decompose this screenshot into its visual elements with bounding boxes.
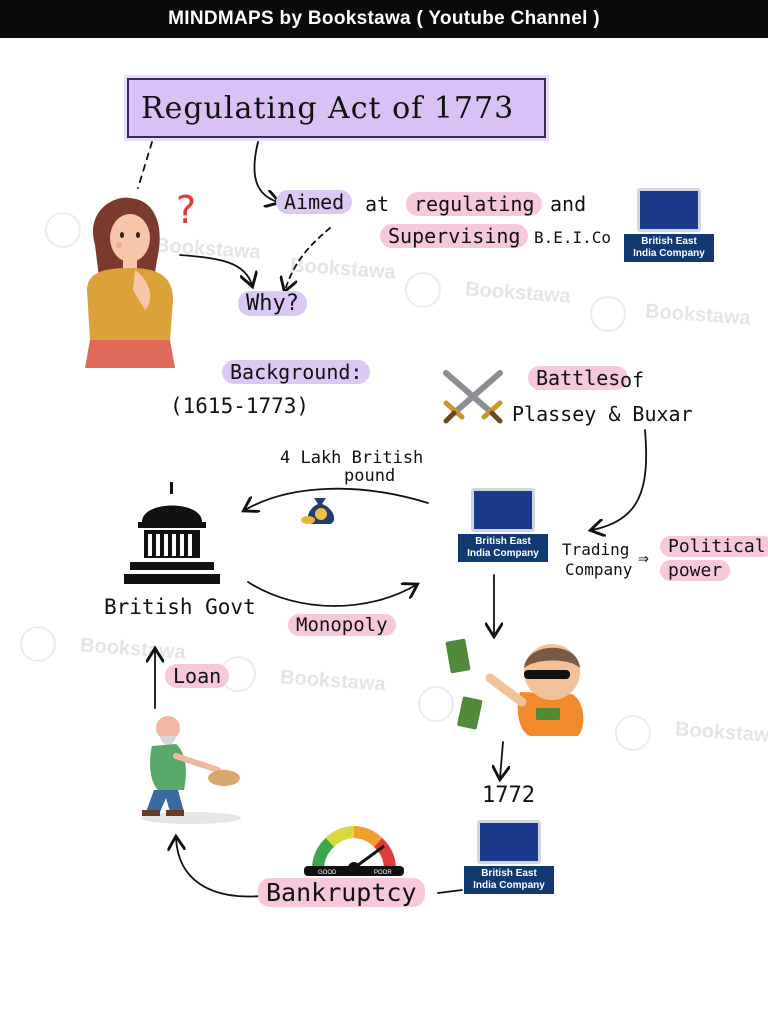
question-icon: ? bbox=[176, 188, 197, 232]
woman-thinking-icon bbox=[85, 197, 175, 368]
and-label: and bbox=[550, 192, 587, 216]
header-banner: MINDMAPS by Bookstawa ( Youtube Channel … bbox=[0, 0, 768, 38]
beico-label: B.E.I.Co bbox=[534, 228, 612, 247]
watermark-logo-icon bbox=[45, 212, 81, 248]
battles-places: Plassey & Buxar bbox=[512, 402, 693, 426]
watermark-logo-icon bbox=[418, 686, 454, 722]
money-thief-icon bbox=[445, 638, 584, 736]
flag-icon bbox=[471, 488, 535, 532]
arrow-beic-to-govt bbox=[245, 487, 429, 510]
power-label: power bbox=[660, 560, 731, 581]
arrow-govt-to-beic bbox=[247, 581, 416, 607]
arrow-battles-to-trading bbox=[592, 429, 648, 530]
dashed-aim-to-why bbox=[285, 227, 331, 290]
battles-label: Battles bbox=[528, 366, 629, 390]
trading-line2: Company bbox=[565, 560, 633, 579]
bankruptcy-label: Bankruptcy bbox=[258, 878, 425, 907]
trading-line1: Trading bbox=[562, 540, 630, 559]
trading-arrow: ⇒ bbox=[638, 548, 649, 569]
aimed-label: Aimed bbox=[276, 190, 353, 214]
monopoly-label: Monopoly bbox=[288, 614, 396, 636]
payment-line1: 4 Lakh British bbox=[280, 448, 424, 468]
arrow-title-to-aimed bbox=[253, 141, 278, 202]
watermark-logo-icon bbox=[615, 715, 651, 751]
payment-line2: pound bbox=[344, 466, 396, 486]
background-years: (1615-1773) bbox=[170, 394, 310, 418]
political-label: Political bbox=[660, 536, 768, 557]
background-label: Background: bbox=[222, 360, 371, 384]
regulating-label: regulating bbox=[406, 192, 543, 216]
arrow-bankruptcy-to-beggar bbox=[176, 838, 263, 898]
at-label: at bbox=[365, 192, 390, 216]
arrow-thief-down bbox=[500, 741, 503, 778]
loan-label: Loan bbox=[165, 664, 230, 688]
year-1772: 1772 bbox=[482, 783, 535, 808]
crossed-swords-icon bbox=[443, 370, 503, 424]
supervising-label: Supervising bbox=[380, 224, 529, 248]
why-label: Why? bbox=[238, 291, 307, 316]
flag-icon bbox=[477, 820, 541, 864]
of-label: of bbox=[620, 368, 645, 392]
british-govt-label: British Govt bbox=[104, 595, 256, 619]
watermark-logo-icon bbox=[590, 296, 626, 332]
gauge-poor-label: POOR bbox=[374, 870, 392, 876]
page-title: Regulating Act of 1773 bbox=[141, 90, 515, 126]
title-box: Regulating Act of 1773 bbox=[127, 78, 546, 138]
dashed-title-to-woman bbox=[137, 141, 153, 189]
parliament-building-icon bbox=[124, 482, 220, 584]
money-bag-icon bbox=[301, 498, 335, 524]
watermark-logo-icon bbox=[405, 272, 441, 308]
gauge-icon: GOOD POOR bbox=[304, 826, 404, 876]
beggar-icon bbox=[141, 716, 241, 824]
arrow-woman-to-why bbox=[179, 254, 252, 285]
flag-icon bbox=[637, 188, 701, 232]
gauge-good-label: GOOD bbox=[318, 870, 337, 876]
line-bankruptcy-to-beic bbox=[437, 889, 463, 894]
watermark-logo-icon bbox=[20, 626, 56, 662]
